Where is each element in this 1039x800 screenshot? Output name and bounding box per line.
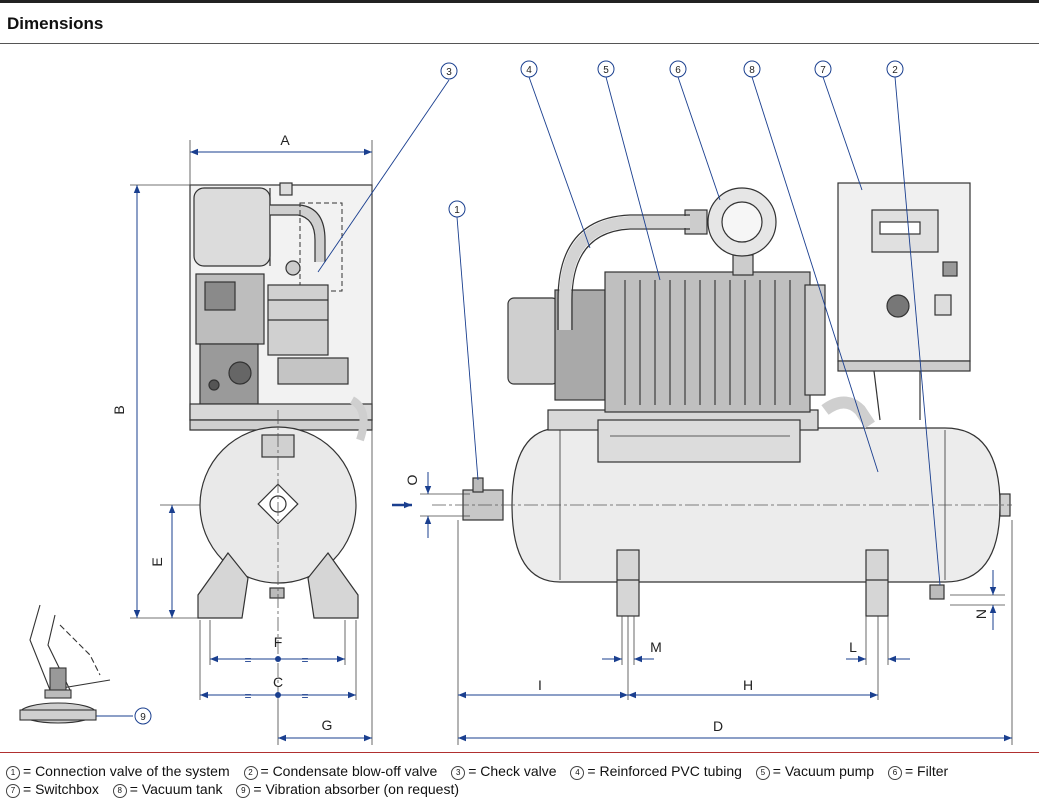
legend-line-2: 7= Switchbox 8= Vacuum tank 9= Vibration… bbox=[6, 780, 469, 798]
callout-7-circle bbox=[814, 60, 832, 78]
legend-text: = Condensate blow-off valve bbox=[260, 763, 438, 779]
callout-1-label: 1 bbox=[454, 205, 460, 216]
legend-item: 9= Vibration absorber (on request) bbox=[236, 781, 459, 798]
f-center-point bbox=[275, 656, 281, 662]
dimension-f-label: F bbox=[274, 634, 283, 650]
callout-6-circle bbox=[669, 60, 687, 78]
callout-9-label: 9 bbox=[140, 712, 146, 723]
callout-1-circle bbox=[448, 200, 466, 218]
dimension-l-label: L bbox=[849, 639, 857, 655]
legend-item: 6= Filter bbox=[887, 763, 949, 780]
page-header: Dimensions bbox=[0, 0, 1039, 44]
c-equal-right: = bbox=[301, 689, 308, 703]
legend-text: = Vibration absorber (on request) bbox=[253, 781, 459, 797]
dimension-c-label: C bbox=[273, 674, 283, 690]
dimension-lines bbox=[133, 148, 1012, 742]
legend-number: 4 bbox=[570, 766, 585, 780]
legend-number: 9 bbox=[236, 784, 251, 798]
dimension-i-label: I bbox=[538, 677, 542, 693]
c-equal-left: = bbox=[244, 689, 251, 703]
dimension-b-label: B bbox=[111, 405, 127, 414]
extension-lines bbox=[130, 140, 1013, 745]
callout-leaders bbox=[78, 76, 941, 717]
callout-3-circle bbox=[440, 62, 458, 80]
legend-item: 8= Vacuum tank bbox=[112, 781, 223, 798]
dimension-h-label: H bbox=[743, 677, 753, 693]
callout-5-circle bbox=[597, 60, 615, 78]
dimension-drawing: 1 2 3 4 5 6 7 8 9 A B E F C G I H D M L … bbox=[19, 60, 1013, 745]
legend-item: 2= Condensate blow-off valve bbox=[243, 763, 438, 780]
legend-text: = Reinforced PVC tubing bbox=[587, 763, 742, 779]
page-title: Dimensions bbox=[7, 14, 104, 33]
dimension-a-label: A bbox=[280, 132, 290, 148]
callout-9-circle bbox=[134, 707, 152, 725]
legend-item: 4= Reinforced PVC tubing bbox=[570, 763, 742, 780]
callouts bbox=[134, 60, 904, 725]
legend-text: = Connection valve of the system bbox=[23, 763, 230, 779]
legend-text: = Check valve bbox=[468, 763, 557, 779]
f-equal-left: = bbox=[244, 653, 251, 667]
callout-8-label: 8 bbox=[749, 65, 755, 76]
legend-number: 7 bbox=[6, 784, 20, 798]
legend-item: 5= Vacuum pump bbox=[755, 763, 875, 780]
dimension-d-label: D bbox=[713, 718, 723, 734]
legend-number: 2 bbox=[243, 766, 258, 780]
callout-4-circle bbox=[520, 60, 538, 78]
dimension-o-label: O bbox=[404, 474, 420, 485]
legend-text: = Vacuum pump bbox=[772, 763, 875, 779]
legend-text: = Vacuum tank bbox=[129, 781, 223, 797]
legend-number: 1 bbox=[6, 766, 20, 780]
legend-number: 6 bbox=[887, 766, 902, 780]
callout-4-label: 4 bbox=[526, 65, 532, 76]
legend: 1= Connection valve of the system 2= Con… bbox=[0, 752, 1039, 800]
front-view bbox=[392, 182, 1011, 617]
callout-2-label: 2 bbox=[892, 65, 898, 76]
callout-2-circle bbox=[886, 60, 904, 78]
dimension-m-label: M bbox=[650, 639, 662, 655]
legend-item: 7= Switchbox bbox=[6, 781, 99, 798]
legend-text: = Switchbox bbox=[23, 781, 99, 797]
legend-number: 3 bbox=[451, 766, 466, 780]
center-lines bbox=[277, 410, 1012, 700]
side-view bbox=[189, 182, 373, 619]
c-center-point bbox=[275, 692, 281, 698]
legend-number: 5 bbox=[755, 766, 770, 780]
callout-6-label: 6 bbox=[675, 65, 681, 76]
vibration-absorber-detail bbox=[19, 604, 111, 724]
callout-7-label: 7 bbox=[820, 65, 826, 76]
dimension-n-label: N bbox=[973, 609, 989, 619]
legend-item: 1= Connection valve of the system bbox=[6, 763, 230, 780]
legend-item: 3= Check valve bbox=[451, 763, 557, 780]
legend-text: = Filter bbox=[904, 763, 949, 779]
callout-5-label: 5 bbox=[603, 65, 609, 76]
dimension-g-label: G bbox=[322, 717, 333, 733]
legend-number: 8 bbox=[112, 784, 127, 798]
dimension-e-label: E bbox=[149, 557, 165, 566]
callout-3-label: 3 bbox=[446, 67, 452, 78]
legend-line-1: 1= Connection valve of the system 2= Con… bbox=[6, 762, 958, 780]
f-equal-right: = bbox=[301, 653, 308, 667]
callout-8-circle bbox=[743, 60, 761, 78]
